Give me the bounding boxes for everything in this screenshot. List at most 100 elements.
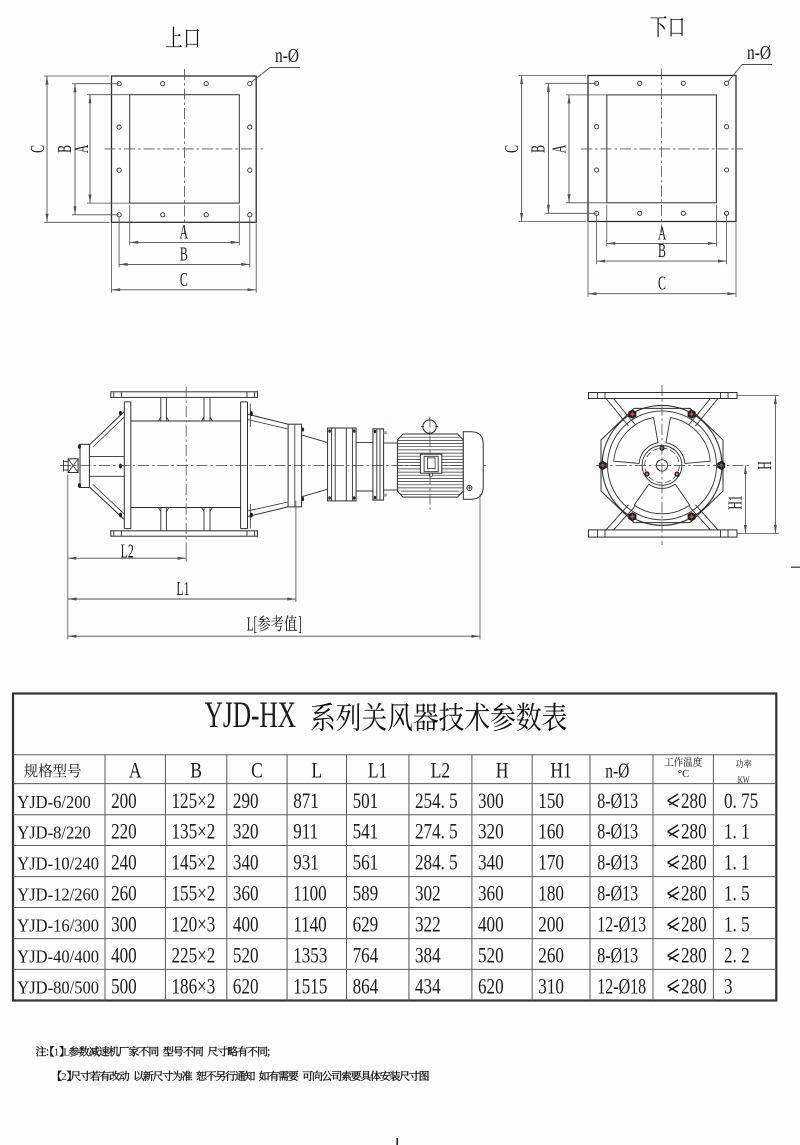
svg-text:12-Ø18: 12-Ø18 — [597, 975, 646, 999]
svg-text:1353: 1353 — [293, 944, 327, 969]
svg-text:620: 620 — [478, 975, 504, 1000]
svg-text:C: C — [658, 271, 666, 294]
svg-text:H: H — [753, 461, 776, 470]
svg-text:1. 1: 1. 1 — [724, 851, 750, 876]
svg-text:2. 2: 2. 2 — [724, 944, 750, 969]
svg-text:160: 160 — [538, 820, 564, 845]
svg-text:1. 1: 1. 1 — [724, 820, 750, 845]
svg-text:400: 400 — [111, 944, 137, 969]
svg-text:911: 911 — [293, 820, 318, 845]
svg-text:H1: H1 — [723, 495, 746, 510]
svg-text:200: 200 — [538, 913, 564, 938]
svg-text:280: 280 — [681, 975, 707, 1000]
svg-text:320: 320 — [478, 820, 504, 845]
svg-text:384: 384 — [415, 944, 441, 969]
svg-text:150: 150 — [538, 789, 564, 814]
svg-text:280: 280 — [681, 789, 707, 814]
svg-text:280: 280 — [681, 882, 707, 907]
svg-text:C: C — [251, 759, 263, 783]
svg-text:302: 302 — [415, 882, 441, 907]
svg-text:8-Ø13: 8-Ø13 — [597, 820, 638, 844]
svg-text:120×3: 120×3 — [172, 913, 216, 938]
svg-text:360: 360 — [233, 882, 259, 907]
svg-text:L2: L2 — [431, 759, 451, 783]
svg-text:541: 541 — [353, 820, 379, 845]
svg-text:8-Ø13: 8-Ø13 — [597, 882, 638, 906]
svg-text:1. 5: 1. 5 — [724, 913, 750, 938]
svg-text:561: 561 — [353, 851, 379, 876]
svg-text:145×2: 145×2 — [172, 851, 216, 876]
svg-text:B: B — [190, 759, 202, 783]
svg-text:C: C — [500, 145, 523, 153]
svg-text:284. 5: 284. 5 — [415, 851, 458, 876]
svg-text:YJD-40/400: YJD-40/400 — [17, 947, 99, 966]
svg-text:180: 180 — [538, 882, 564, 907]
svg-text:]: ] — [298, 614, 302, 635]
svg-text:H1: H1 — [550, 759, 572, 783]
svg-text:310: 310 — [538, 975, 564, 1000]
svg-text:H: H — [496, 759, 509, 783]
svg-text:n-Ø: n-Ø — [275, 44, 299, 66]
svg-text:589: 589 — [353, 882, 379, 907]
svg-text:871: 871 — [293, 789, 319, 814]
svg-text:135×2: 135×2 — [172, 820, 216, 845]
svg-text:KW: KW — [738, 775, 750, 785]
svg-text:C: C — [26, 145, 49, 153]
svg-text:12-Ø13: 12-Ø13 — [597, 913, 646, 937]
svg-text:155×2: 155×2 — [172, 882, 216, 907]
svg-text:B: B — [658, 239, 666, 262]
svg-text:1: 1 — [54, 1047, 60, 1059]
svg-text:B: B — [180, 242, 188, 265]
svg-text:280: 280 — [681, 851, 707, 876]
svg-text:YJD-12/260: YJD-12/260 — [17, 885, 99, 904]
svg-text:360: 360 — [478, 882, 504, 907]
svg-text:340: 340 — [233, 851, 259, 876]
svg-text:931: 931 — [293, 851, 319, 876]
svg-text:501: 501 — [353, 789, 379, 814]
svg-text:620: 620 — [233, 975, 259, 1000]
svg-text:520: 520 — [233, 944, 259, 969]
svg-text:L: L — [311, 759, 322, 783]
svg-text:170: 170 — [538, 851, 564, 876]
svg-text:L1: L1 — [176, 577, 189, 600]
svg-text:500: 500 — [111, 975, 137, 1000]
svg-text:280: 280 — [681, 944, 707, 969]
svg-text:YJD-HX: YJD-HX — [205, 694, 297, 735]
svg-text:225×2: 225×2 — [172, 944, 216, 969]
svg-text:220: 220 — [111, 820, 137, 845]
svg-text:1515: 1515 — [293, 975, 327, 1000]
svg-text:0. 75: 0. 75 — [724, 789, 758, 814]
svg-text:864: 864 — [353, 975, 379, 1000]
svg-text:629: 629 — [353, 913, 379, 938]
svg-text:260: 260 — [538, 944, 564, 969]
svg-text:YJD-16/300: YJD-16/300 — [17, 916, 99, 935]
svg-text:8-Ø13: 8-Ø13 — [597, 851, 638, 875]
svg-text:2: 2 — [61, 1071, 67, 1083]
svg-text:260: 260 — [111, 882, 137, 907]
svg-text:C: C — [180, 267, 188, 290]
svg-text:320: 320 — [233, 820, 259, 845]
svg-text:L2: L2 — [121, 539, 134, 562]
svg-text:240: 240 — [111, 851, 137, 876]
svg-text:YJD-80/500: YJD-80/500 — [17, 978, 99, 997]
svg-text:A: A — [129, 759, 142, 783]
svg-text:254. 5: 254. 5 — [415, 789, 458, 814]
svg-text:274. 5: 274. 5 — [415, 820, 458, 845]
svg-text:B: B — [526, 145, 549, 153]
svg-text:1. 5: 1. 5 — [724, 882, 750, 907]
svg-text:290: 290 — [233, 789, 259, 814]
svg-text:8-Ø13: 8-Ø13 — [597, 789, 638, 813]
svg-text:L[: L[ — [247, 614, 257, 635]
svg-text:186×3: 186×3 — [172, 975, 216, 1000]
svg-text:200: 200 — [111, 789, 137, 814]
svg-text:434: 434 — [415, 975, 441, 1000]
svg-text:300: 300 — [478, 789, 504, 814]
svg-text:1100: 1100 — [293, 882, 327, 907]
svg-text:764: 764 — [353, 944, 379, 969]
svg-text:400: 400 — [233, 913, 259, 938]
svg-text:A: A — [70, 145, 93, 154]
svg-text:8-Ø13: 8-Ø13 — [597, 944, 638, 968]
svg-text:YJD-8/220: YJD-8/220 — [17, 823, 90, 842]
svg-text:n-Ø: n-Ø — [747, 41, 771, 63]
svg-text:400: 400 — [478, 913, 504, 938]
